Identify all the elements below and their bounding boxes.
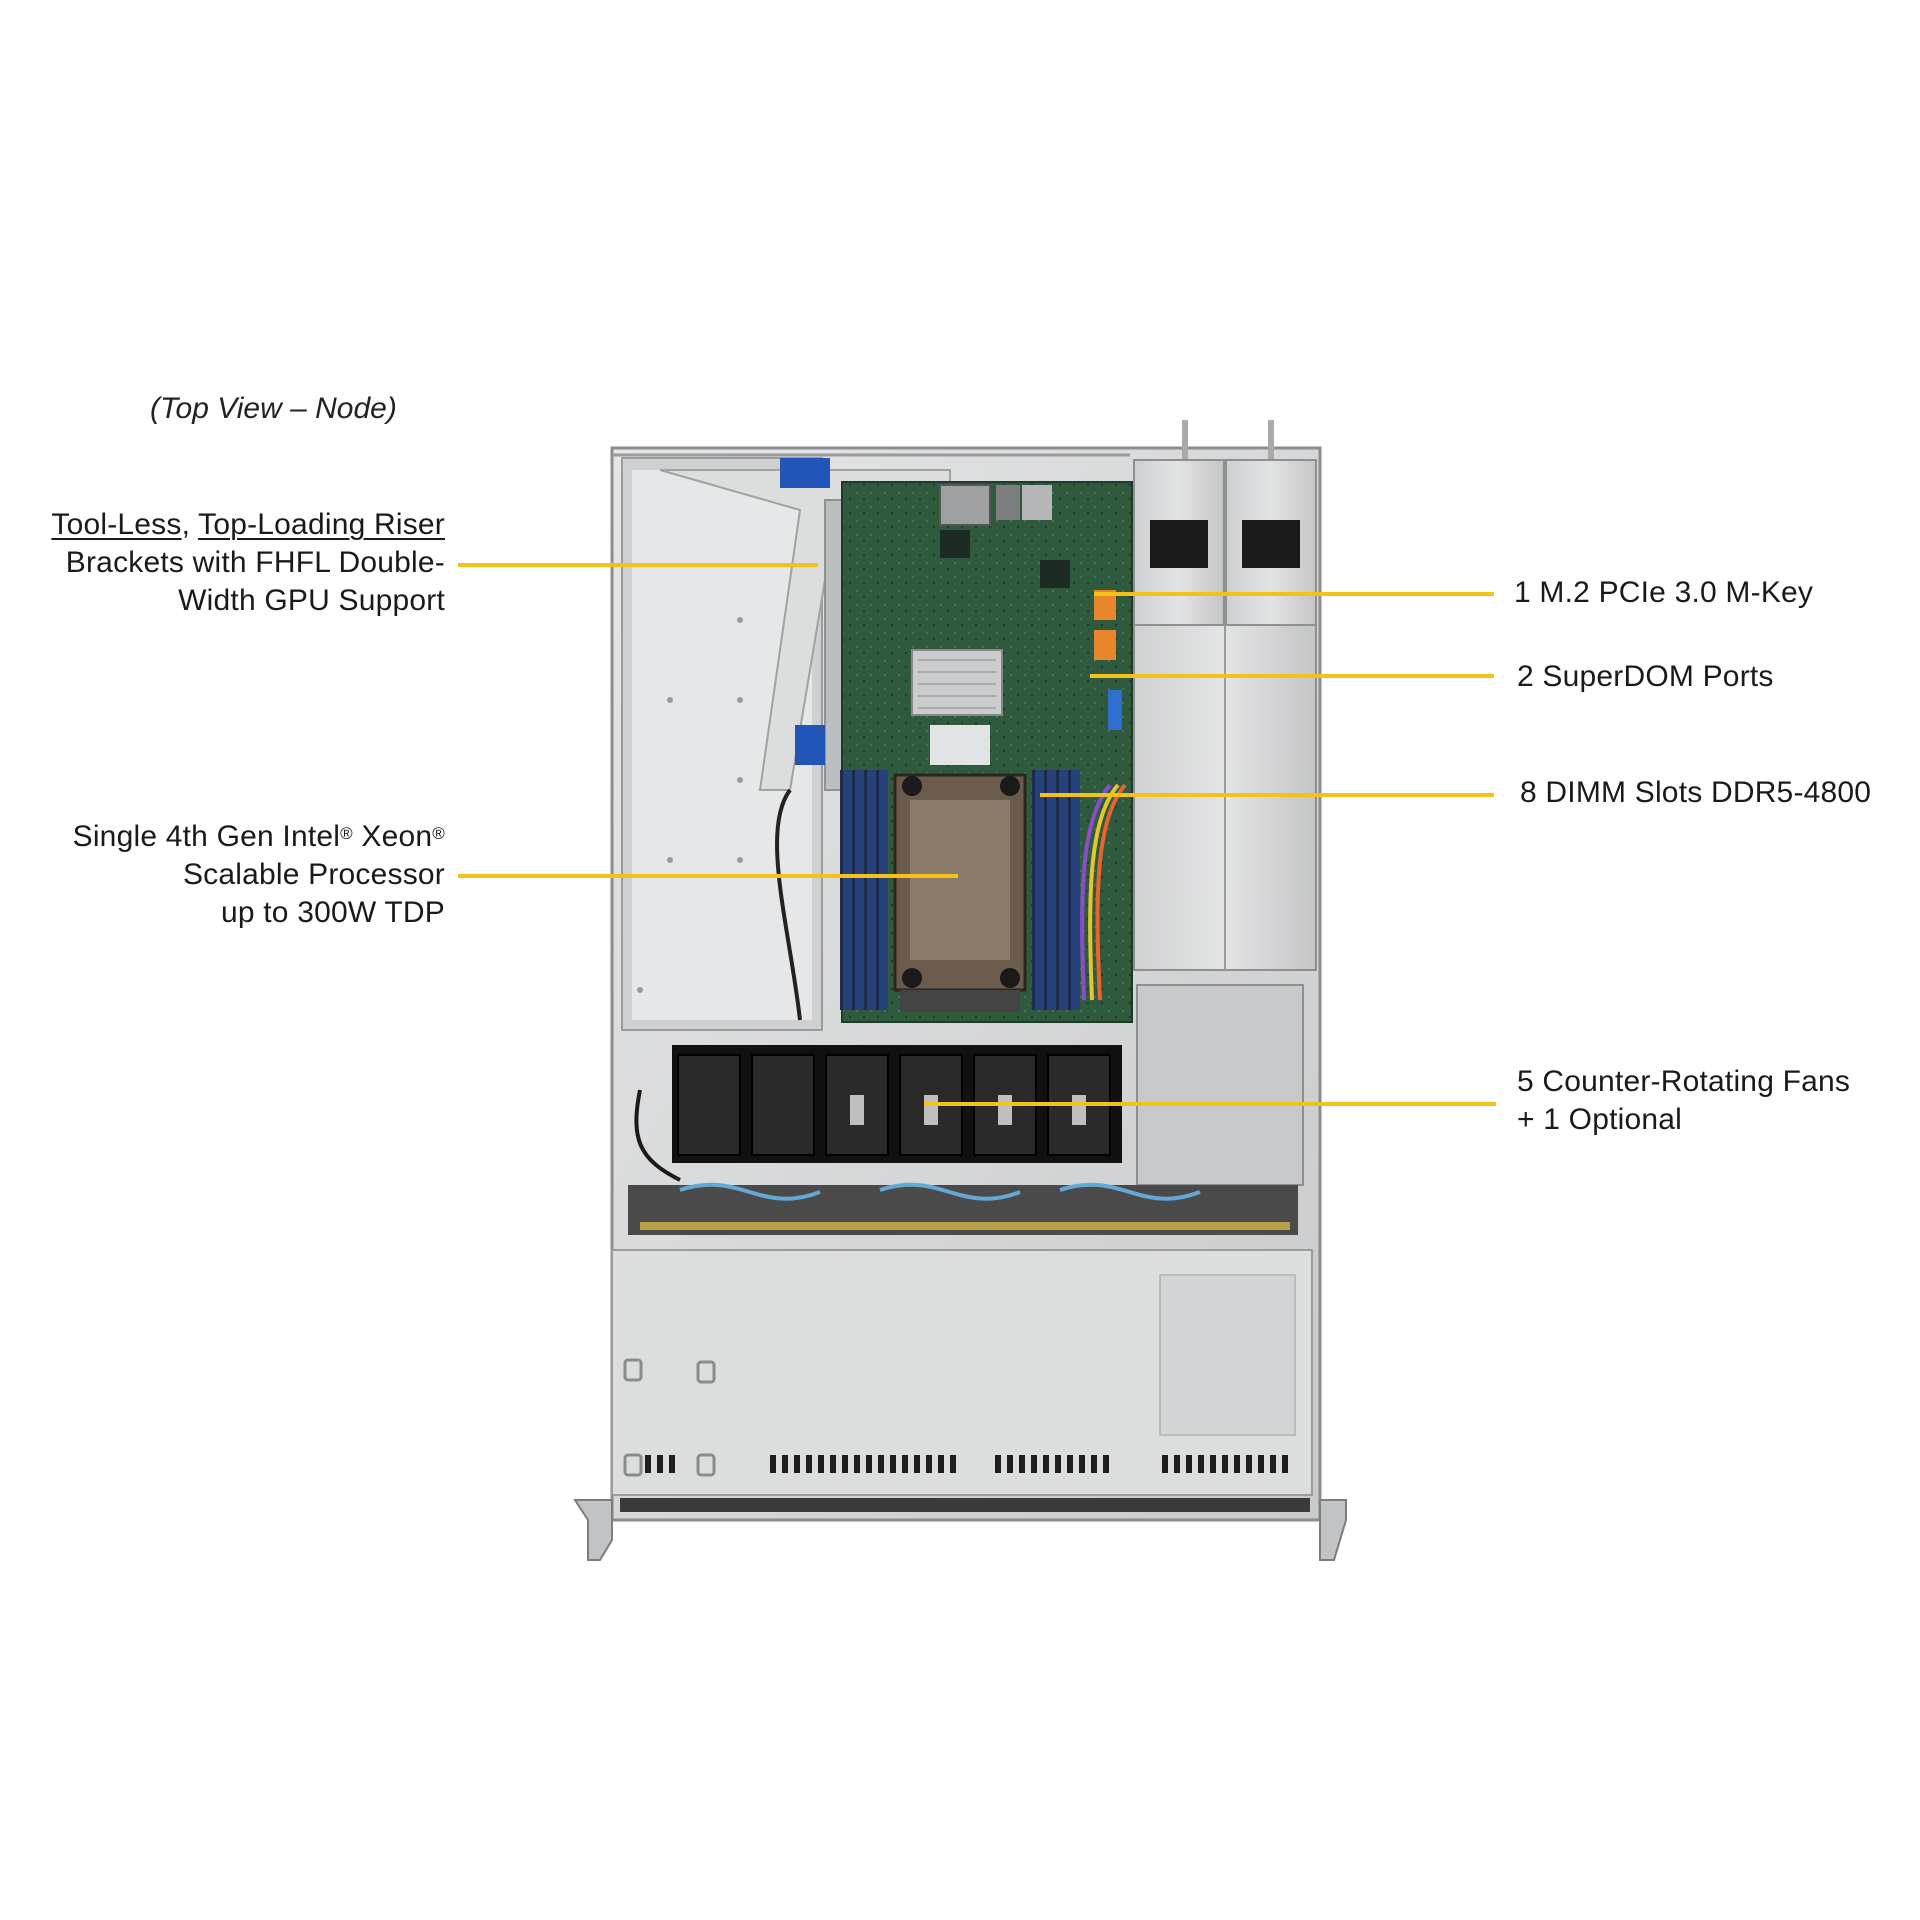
- rack-ear-right: [1319, 1499, 1347, 1561]
- callout-cpu-reg2: ®: [432, 824, 445, 843]
- callout-cpu-reg1: ®: [340, 824, 353, 843]
- dimm-slots: [840, 770, 1080, 1010]
- callout-riser-part1: Tool-Less: [51, 508, 182, 541]
- power-supplies: [1133, 420, 1317, 1186]
- callout-cpu-label: Single 4th Gen Intel® Xeon® Scalable Pro…: [73, 818, 445, 932]
- callout-superdom-line1: 2 SuperDOM Ports: [1517, 660, 1774, 693]
- callout-fans-line1: 5 Counter-Rotating Fans: [1517, 1065, 1851, 1098]
- callout-m2-line1: 1 M.2 PCIe 3.0 M-Key: [1514, 576, 1814, 609]
- callout-superdom-label: 2 SuperDOM Ports: [1517, 658, 1774, 696]
- backplane: [628, 1182, 1298, 1235]
- callout-fans-label: 5 Counter-Rotating Fans + 1 Optional: [1517, 1063, 1850, 1139]
- leader-line-riser: [458, 563, 818, 567]
- callout-riser-part2: Top-Loading Riser: [198, 508, 445, 541]
- view-title: (Top View – Node): [150, 392, 397, 425]
- cpu-socket: [893, 773, 1027, 1012]
- callout-riser-line2: Brackets with FHFL Double-: [65, 546, 445, 579]
- callout-cpu-line1-mid: Xeon: [352, 820, 433, 853]
- leader-line-superdom: [1090, 674, 1494, 678]
- callout-cpu-line3: up to 300W TDP: [220, 896, 445, 929]
- leader-line-fans: [924, 1102, 1496, 1106]
- callout-dimm-label: 8 DIMM Slots DDR5-4800: [1520, 774, 1871, 812]
- callout-fans-line2: + 1 Optional: [1517, 1103, 1683, 1136]
- callout-cpu-line2: Scalable Processor: [182, 858, 445, 891]
- leader-line-cpu: [458, 874, 958, 878]
- callout-riser-label: Tool-Less, Top-Loading Riser Brackets wi…: [51, 506, 445, 620]
- riser-blue-label: [780, 458, 830, 488]
- rack-ear-left: [573, 1499, 613, 1561]
- callout-riser-line3: Width GPU Support: [178, 584, 445, 617]
- callout-cpu-line1-pre: Single 4th Gen Intel: [72, 820, 341, 853]
- leader-line-m2: [1094, 592, 1494, 596]
- callout-m2-label: 1 M.2 PCIe 3.0 M-Key: [1514, 574, 1813, 612]
- fan-tray: [672, 1045, 1122, 1163]
- leader-line-dimm: [1040, 793, 1494, 797]
- callout-riser-sep: ,: [181, 508, 199, 541]
- front-bay-panel: [611, 1249, 1313, 1496]
- cables: [634, 783, 1127, 1182]
- callout-dimm-line1: 8 DIMM Slots DDR5-4800: [1520, 776, 1872, 809]
